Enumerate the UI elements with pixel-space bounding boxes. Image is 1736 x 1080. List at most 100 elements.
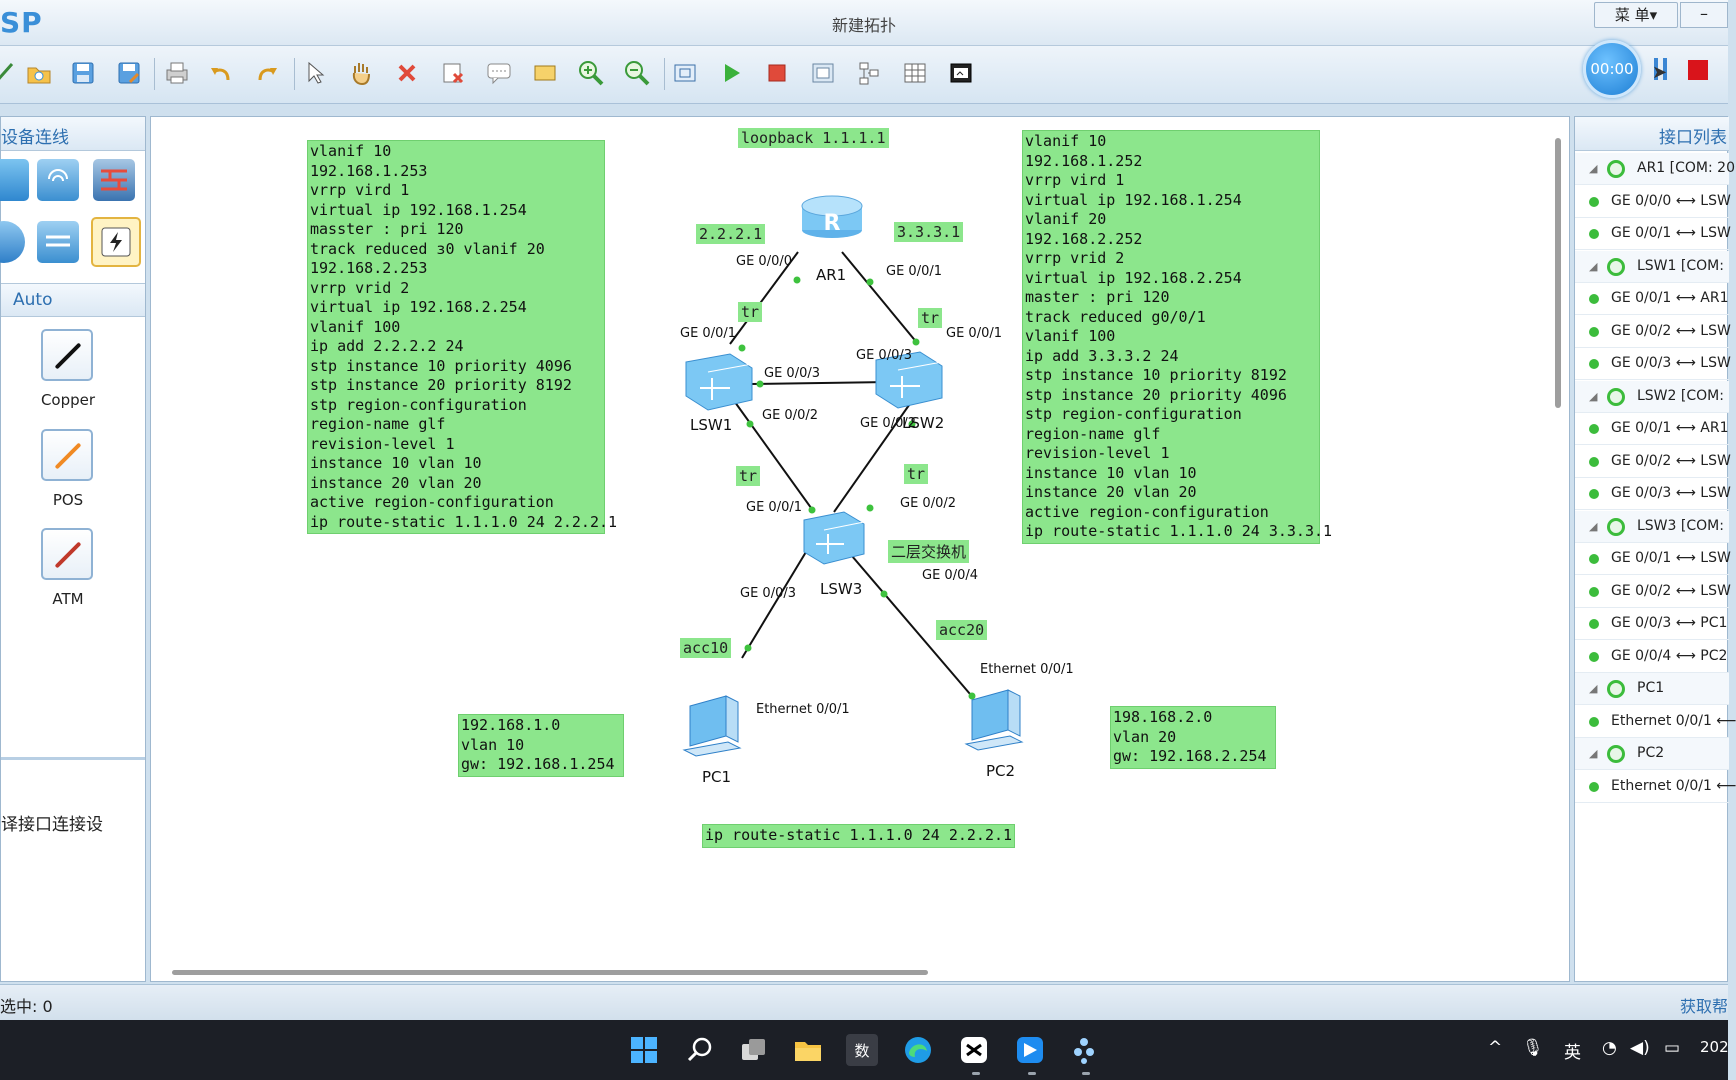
fit-topology-icon[interactable] bbox=[668, 56, 702, 90]
interface-port-row[interactable]: GE 0/0/0 ⟷ LSW bbox=[1575, 186, 1731, 218]
interface-port-row[interactable]: GE 0/0/1 ⟷ AR1 bbox=[1575, 283, 1729, 315]
table-icon[interactable] bbox=[898, 56, 932, 90]
expand-triangle-icon[interactable]: ◢ bbox=[1589, 519, 1598, 533]
start-devices-icon[interactable] bbox=[714, 56, 748, 90]
delete-icon[interactable] bbox=[390, 56, 424, 90]
interface-port-row[interactable]: GE 0/0/1 ⟷ LSW bbox=[1575, 543, 1731, 575]
firewall-category-icon[interactable] bbox=[93, 159, 135, 201]
pc1-config-note[interactable]: 192.168.1.0 vlan 10 gw: 192.168.1.254 bbox=[458, 714, 624, 777]
wireless-category-icon[interactable] bbox=[37, 159, 79, 201]
expand-triangle-icon[interactable]: ◢ bbox=[1589, 162, 1598, 175]
connect-icon[interactable] bbox=[0, 56, 22, 90]
menu-button[interactable]: 菜 单▾ bbox=[1594, 2, 1678, 28]
canvas-vertical-scrollbar[interactable] bbox=[1555, 138, 1561, 408]
loopback-label[interactable]: loopback 1.1.1.1 bbox=[738, 128, 889, 148]
interface-port-row[interactable]: GE 0/0/2 ⟷ LSW bbox=[1575, 316, 1731, 348]
ensp-icon[interactable] bbox=[1068, 1034, 1100, 1066]
interface-device-row[interactable]: ◢LSW1 [COM: bbox=[1575, 250, 1729, 283]
interface-device-row[interactable]: ◢LSW2 [COM: bbox=[1575, 380, 1729, 413]
trunk-label[interactable]: tr bbox=[904, 464, 929, 484]
save-as-icon[interactable] bbox=[112, 56, 146, 90]
open-folder-icon[interactable] bbox=[22, 56, 56, 90]
zoom-out-icon[interactable] bbox=[620, 56, 654, 90]
interface-port-row[interactable]: GE 0/0/1 ⟷ LSW bbox=[1575, 218, 1731, 250]
cloud-category-icon[interactable] bbox=[0, 221, 25, 263]
edge-icon[interactable] bbox=[902, 1034, 934, 1066]
switch-category-icon[interactable] bbox=[37, 221, 79, 263]
expand-triangle-icon[interactable]: ◢ bbox=[1589, 682, 1598, 695]
lsw1-config-note[interactable]: vlanif 10 192.168.1.253 vrrp vird 1 virt… bbox=[307, 140, 617, 534]
auto-connection-label[interactable]: Auto bbox=[1, 283, 145, 317]
expand-triangle-icon[interactable]: ◢ bbox=[1589, 389, 1598, 403]
microphone-icon[interactable]: 🎙 bbox=[1522, 1038, 1544, 1058]
interface-device-row[interactable]: ◢PC1 bbox=[1575, 673, 1729, 705]
interface-port-row[interactable]: Ethernet 0/0/1 ⟵ bbox=[1575, 771, 1736, 803]
file-explorer-icon[interactable] bbox=[792, 1034, 824, 1066]
save-icon[interactable] bbox=[66, 56, 100, 90]
interface-port-row[interactable]: GE 0/0/2 ⟷ LSW bbox=[1575, 446, 1731, 478]
recording-timer[interactable]: 00:00 bbox=[1583, 40, 1641, 98]
trunk-label[interactable]: tr bbox=[738, 302, 763, 322]
undo-icon[interactable] bbox=[204, 56, 238, 90]
delete-link-icon[interactable] bbox=[436, 56, 470, 90]
pan-hand-icon[interactable] bbox=[344, 56, 378, 90]
minimize-button[interactable]: – bbox=[1680, 2, 1728, 28]
help-link[interactable]: 获取帮 bbox=[1679, 997, 1728, 1016]
ip-3331-label[interactable]: 3.3.3.1 bbox=[894, 222, 964, 242]
clock[interactable]: 202 bbox=[1700, 1038, 1729, 1056]
pc2-config-note[interactable]: 198.168.2.0 vlan 20 gw: 192.168.2.254 bbox=[1110, 706, 1276, 769]
redo-icon[interactable] bbox=[250, 56, 284, 90]
acc20-label[interactable]: acc20 bbox=[936, 620, 988, 640]
capcut-icon[interactable] bbox=[958, 1034, 990, 1066]
ime-indicator[interactable]: 英 bbox=[1564, 1043, 1581, 1063]
interface-port-row[interactable]: GE 0/0/3 ⟷ PC1 bbox=[1575, 608, 1729, 640]
interface-device-row[interactable]: ◢LSW3 [COM: bbox=[1575, 510, 1729, 543]
connection-category-icon[interactable] bbox=[91, 217, 141, 267]
zoom-in-icon[interactable] bbox=[574, 56, 608, 90]
select-pointer-icon[interactable] bbox=[298, 56, 332, 90]
start-icon[interactable] bbox=[628, 1034, 660, 1066]
topology-canvas[interactable]: R vlanif 10 192.168.1.253 vrrp vird 1 vi… bbox=[152, 118, 1548, 962]
router-category-icon[interactable] bbox=[0, 159, 29, 201]
expand-triangle-icon[interactable]: ◢ bbox=[1589, 259, 1598, 273]
link-lsw1-lsw3 bbox=[731, 397, 815, 513]
pause-recording-icon[interactable] bbox=[1652, 58, 1670, 82]
volume-icon[interactable]: ◀) bbox=[1630, 1038, 1650, 1058]
topology-icon[interactable] bbox=[852, 56, 886, 90]
interface-port-row[interactable]: GE 0/0/3 ⟷ LSW bbox=[1575, 478, 1731, 510]
stop-devices-icon[interactable] bbox=[760, 56, 794, 90]
interface-port-row[interactable]: GE 0/0/4 ⟷ PC2 bbox=[1575, 641, 1729, 673]
task-view-icon[interactable] bbox=[738, 1034, 770, 1066]
capture-icon[interactable] bbox=[806, 56, 840, 90]
bottom-route-note[interactable]: ip route-static 1.1.1.0 24 2.2.2.1 bbox=[702, 824, 1016, 848]
shu-app-icon[interactable]: 数 bbox=[846, 1034, 878, 1066]
trunk-label[interactable]: tr bbox=[918, 308, 943, 328]
canvas-horizontal-scrollbar[interactable] bbox=[172, 970, 928, 975]
rectangle-icon[interactable] bbox=[528, 56, 562, 90]
interface-port-row[interactable]: Ethernet 0/0/1 ⟵ bbox=[1575, 706, 1736, 738]
port-status-icon bbox=[1589, 456, 1599, 467]
interface-device-row[interactable]: ◢PC2 bbox=[1575, 738, 1729, 770]
ip-2221-label[interactable]: 2.2.2.1 bbox=[696, 224, 766, 244]
print-icon[interactable] bbox=[160, 56, 194, 90]
interface-device-row[interactable]: ◢AR1 [COM: 20 bbox=[1575, 153, 1735, 185]
interface-port-row[interactable]: GE 0/0/1 ⟷ AR1 bbox=[1575, 413, 1729, 445]
l2-switch-label[interactable]: 二层交换机 bbox=[888, 540, 970, 563]
interface-port-row[interactable]: GE 0/0/2 ⟷ LSW bbox=[1575, 576, 1731, 608]
wifi-icon[interactable]: ◔ bbox=[1602, 1038, 1617, 1058]
trunk-label[interactable]: tr bbox=[736, 466, 761, 486]
text-note-icon[interactable] bbox=[482, 56, 516, 90]
atm-cable-icon[interactable] bbox=[41, 528, 93, 580]
battery-icon[interactable]: ▭ bbox=[1664, 1038, 1681, 1058]
lsw2-config-note[interactable]: vlanif 10 192.168.1.252 vrrp vird 1 virt… bbox=[1022, 130, 1332, 544]
feishu-icon[interactable] bbox=[1014, 1034, 1046, 1066]
interface-port-row[interactable]: GE 0/0/3 ⟷ LSW bbox=[1575, 348, 1731, 380]
copper-cable-icon[interactable] bbox=[41, 329, 93, 381]
search-icon[interactable] bbox=[684, 1034, 716, 1066]
acc10-label[interactable]: acc10 bbox=[680, 638, 732, 658]
chevron-up-icon[interactable]: ^ bbox=[1488, 1038, 1503, 1058]
expand-triangle-icon[interactable]: ◢ bbox=[1589, 747, 1598, 760]
screenshot-icon[interactable] bbox=[944, 56, 978, 90]
stop-recording-icon[interactable] bbox=[1688, 60, 1708, 80]
pos-cable-icon[interactable] bbox=[41, 429, 93, 481]
